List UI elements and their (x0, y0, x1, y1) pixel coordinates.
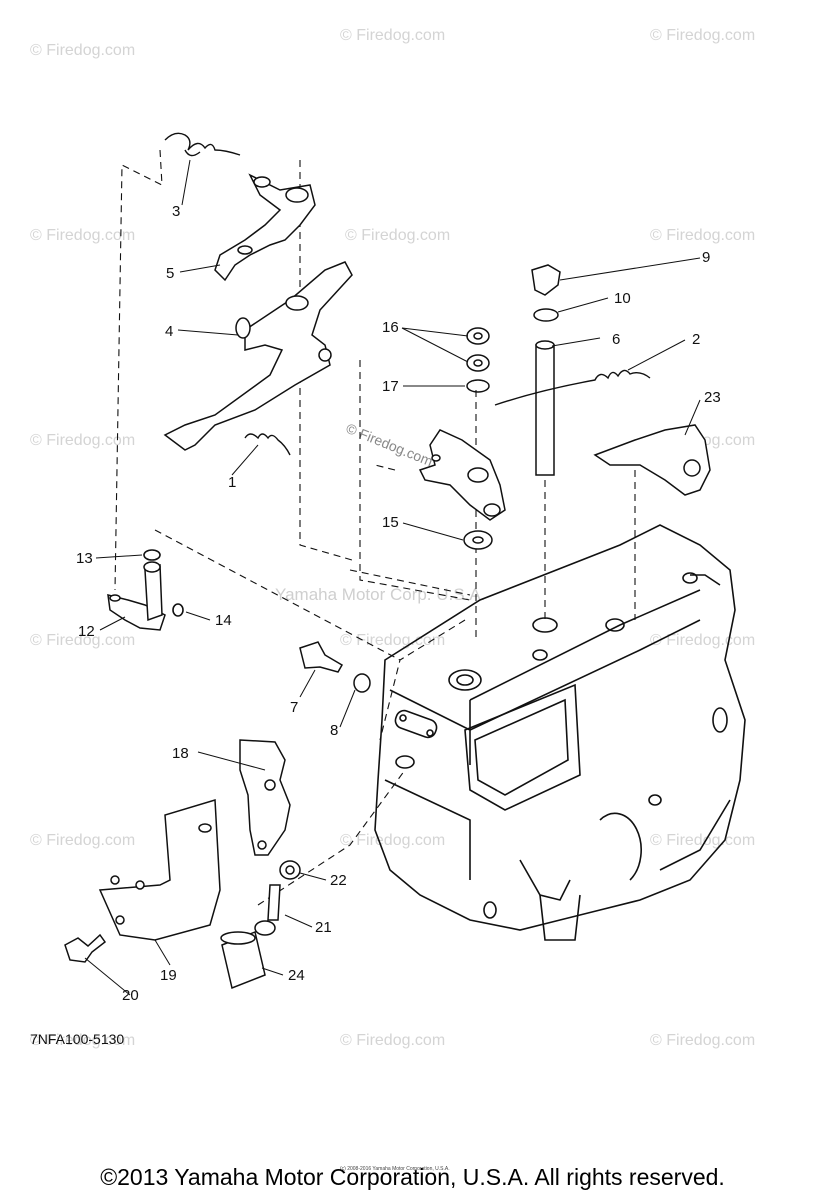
callout-9: 9 (702, 249, 710, 266)
shaft-lever-part-12 (107, 561, 166, 631)
callout-8: 8 (330, 722, 338, 739)
callout-19: 19 (160, 967, 177, 984)
watermark: © Firedog.com (30, 42, 135, 59)
bracket-part-19 (98, 799, 221, 941)
callout-22: 22 (330, 872, 347, 889)
watermark: © Firedog.com (340, 832, 445, 849)
nut-part-22 (279, 860, 301, 880)
watermark: © Firedog.com (30, 1032, 135, 1049)
callout-2: 2 (692, 331, 700, 348)
callout-3: 3 (172, 203, 180, 220)
washer-part-8 (353, 673, 371, 693)
callout-12: 12 (78, 623, 95, 640)
watermark: © Firedog.com (30, 632, 135, 649)
callout-13: 13 (76, 550, 93, 567)
bolt-part-7 (299, 641, 344, 673)
washer-part-17 (466, 379, 490, 393)
plug-part-9 (531, 264, 561, 296)
sleeve-part-24 (220, 930, 266, 990)
watermark: © Firedog.com (340, 1032, 445, 1049)
callout-10: 10 (614, 290, 631, 307)
callout-labels: 1 2 3 4 5 6 7 8 9 10 12 13 14 15 16 17 1… (76, 203, 721, 1004)
spring-part-2 (494, 369, 651, 406)
callout-6: 6 (612, 331, 620, 348)
shift-lever-part-5 (214, 173, 316, 282)
callout-17: 17 (382, 378, 399, 395)
washer-part-10 (533, 308, 559, 322)
shaft-part-6 (535, 340, 555, 476)
nut-part-16 (466, 327, 490, 372)
watermark: © Firedog.com (650, 227, 755, 244)
callout-4: 4 (165, 323, 173, 340)
callout-24: 24 (288, 967, 305, 984)
shift-lever-part-4 (163, 261, 353, 451)
bolt-part-21 (254, 884, 281, 936)
cover-part-23 (593, 424, 711, 496)
watermark: © Firedog.com (30, 227, 135, 244)
watermark: © Firedog.com (650, 1032, 755, 1049)
small-watermark: © Firedog.com (344, 420, 435, 469)
lever-assembly (418, 429, 506, 521)
center-watermark: Yamaha Motor Corp. U.S.A. (275, 585, 485, 604)
watermark: © Firedog.com (345, 227, 450, 244)
bracket-part-18 (239, 739, 291, 856)
leader-lines (84, 159, 701, 996)
callout-15: 15 (382, 514, 399, 531)
o-ring-part-13 (143, 549, 161, 561)
copyright-notice: ©2013 Yamaha Motor Corporation, U.S.A. A… (100, 1164, 725, 1190)
watermark: © Firedog.com (650, 832, 755, 849)
assembly-lines (114, 149, 636, 906)
callout-18: 18 (172, 745, 189, 762)
watermark: © Firedog.com (650, 27, 755, 44)
part-code: 7NFA100-5130 (30, 1031, 124, 1047)
callout-16: 16 (382, 319, 399, 336)
collar-part-15 (463, 530, 493, 550)
spring-part-1 (244, 433, 291, 456)
o-ring-part-14 (172, 603, 184, 617)
watermark: © Firedog.com (340, 632, 445, 649)
callout-1: 1 (228, 474, 236, 491)
callout-14: 14 (215, 612, 232, 629)
spring-part-3 (164, 132, 241, 157)
watermark: © Firedog.com (340, 27, 445, 44)
callout-7: 7 (290, 699, 298, 716)
housing (374, 524, 746, 941)
watermark: © Firedog.com (30, 832, 135, 849)
bolt-part-20 (64, 933, 107, 963)
callout-21: 21 (315, 919, 332, 936)
watermark: © Firedog.com (30, 432, 135, 449)
fine-print: (c) 2008-2016 Yamaha Motor Corporation, … (340, 1166, 450, 1172)
watermark: © Firedog.com (650, 632, 755, 649)
callout-20: 20 (122, 987, 139, 1004)
callout-23: 23 (704, 389, 721, 406)
callout-5: 5 (166, 265, 174, 282)
